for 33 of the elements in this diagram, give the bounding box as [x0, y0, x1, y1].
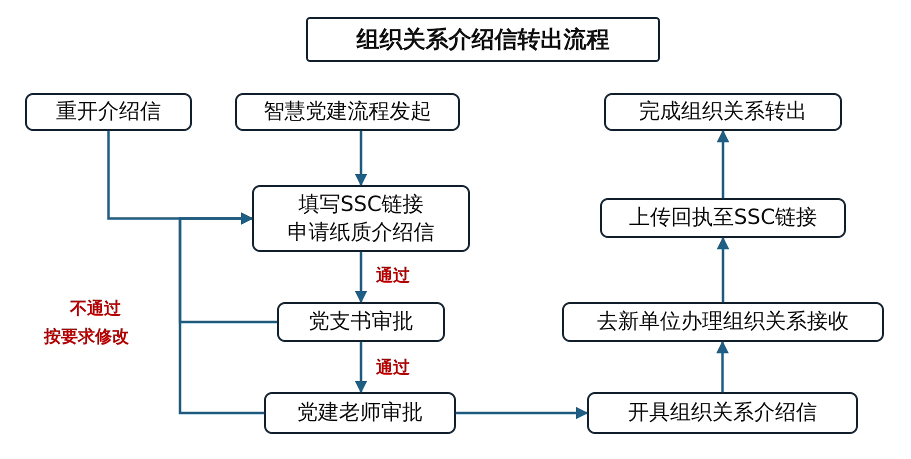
- node-text: 开具组织关系介绍信: [628, 399, 817, 426]
- process-box: [604, 93, 842, 131]
- node-text: 上传回执至SSC链接: [628, 204, 818, 232]
- edge-label: 通过: [376, 357, 410, 379]
- node-text: 去新单位办理组织关系接收: [597, 308, 849, 336]
- title-text: 组织关系介绍信转出流程: [356, 26, 610, 55]
- node-text: 完成组织关系转出: [639, 98, 807, 126]
- title-box: [306, 17, 660, 62]
- process-box: [600, 198, 846, 238]
- node-text: 党支书审批: [308, 308, 414, 336]
- process-box: [25, 93, 192, 131]
- arrow: [354, 131, 368, 186]
- node-text: 申请纸质介绍信: [288, 218, 434, 246]
- arrow: [716, 340, 729, 392]
- arrow: [178, 212, 264, 414]
- arrow: [456, 406, 588, 420]
- process-box: [587, 392, 858, 434]
- arrow: [716, 130, 730, 198]
- arrow: [716, 236, 730, 302]
- process-box: [252, 185, 470, 252]
- note-text: 不通过: [70, 298, 121, 320]
- process-box: [264, 392, 456, 434]
- process-box: [235, 93, 460, 131]
- node-text: 智慧党建流程发起: [264, 98, 432, 126]
- node-text: 填写SSC链接: [298, 191, 424, 218]
- node-text: 重开介绍信: [56, 98, 161, 126]
- arrow: [354, 252, 368, 304]
- process-box: [562, 302, 884, 342]
- note-text: 按要求修改: [44, 326, 129, 348]
- node-text: 党建老师审批: [297, 399, 423, 426]
- process-box: [277, 302, 445, 342]
- arrow: [354, 342, 368, 394]
- edge-label: 通过: [376, 265, 410, 287]
